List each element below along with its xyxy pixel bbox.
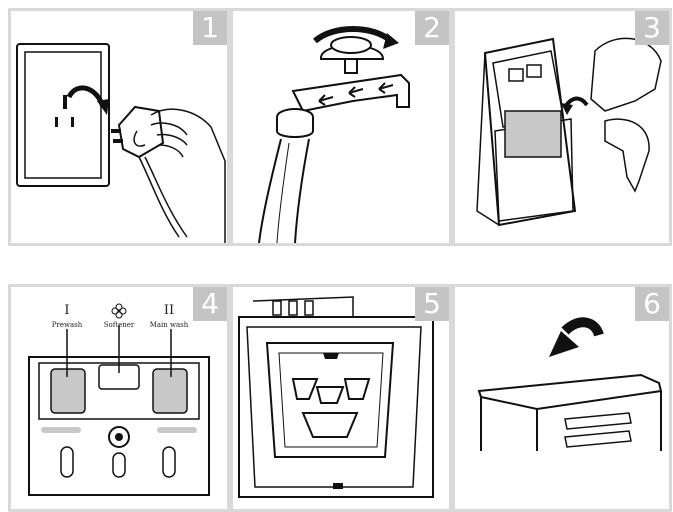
flower-softener-icon xyxy=(111,303,127,319)
main-wash-roman-label: II xyxy=(159,303,179,318)
softener-label: Softener xyxy=(99,321,139,329)
step-3-panel: 3 xyxy=(452,8,672,246)
step-6-panel: 6 xyxy=(452,284,672,512)
step-number-badge: 6 xyxy=(635,287,669,321)
main-wash-label: Main wash xyxy=(149,321,189,329)
prewash-roman-label: I xyxy=(57,303,77,318)
load-laundry-icon xyxy=(455,11,669,243)
step-number-badge: 4 xyxy=(193,287,227,321)
prewash-label: Prewash xyxy=(47,321,87,329)
step-4-panel: I Prewash Softener II Main wash 4 xyxy=(8,284,230,512)
water-tap-hose-icon xyxy=(233,11,449,243)
step-1-panel: 1 xyxy=(8,8,230,246)
plug-into-socket-icon xyxy=(11,11,227,243)
step-2-panel: 2 xyxy=(230,8,452,246)
step-number-badge: 2 xyxy=(415,11,449,45)
step-number-badge: 5 xyxy=(415,287,449,321)
step-number-badge: 3 xyxy=(635,11,669,45)
step-number-badge: 1 xyxy=(193,11,227,45)
step-5-panel: 5 xyxy=(230,284,452,512)
